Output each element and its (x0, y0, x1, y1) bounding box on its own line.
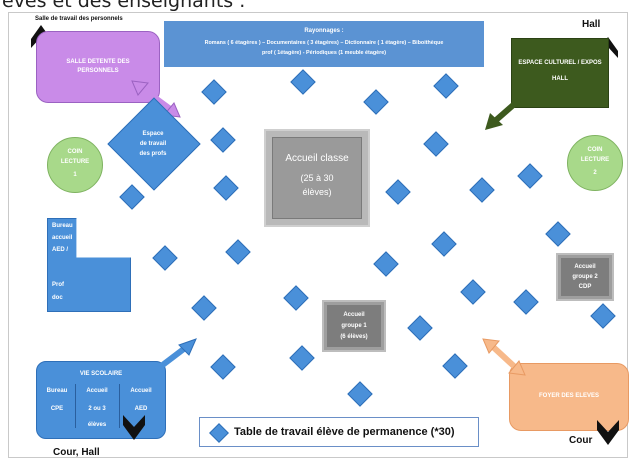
student-table (433, 73, 459, 99)
coin-lecture-1: COIN LECTURE 1 (47, 137, 103, 193)
accueil-groupe-1: Accueil groupe 1 (6 élèves) (322, 300, 386, 352)
vie-scolaire-cell: AED (134, 406, 148, 412)
student-table (119, 184, 145, 210)
accueil-classe-line-2: (25 à 30 (300, 173, 334, 183)
accueil-groupe-1-line-3: (6 élèves) (340, 334, 368, 340)
coin-lecture-1-line-3: 1 (73, 172, 77, 178)
rayonnages-line-2: prof ( 1étagère) - Périodiques (1 meuble… (261, 50, 387, 56)
bureau-accueil-line-2: accueil (52, 235, 73, 241)
bureau-accueil-line-4: Prof (52, 282, 64, 288)
legend-table-icon (209, 423, 229, 443)
student-table (590, 303, 616, 329)
bureau-accueil-line-5: doc (52, 295, 63, 301)
legend-label: Table de travail élève de permanence (*3… (234, 426, 455, 438)
accueil-groupe-2-line-2: groupe 2 (572, 274, 598, 280)
student-table (469, 177, 495, 203)
accueil-groupe-2-line-1: Accueil (574, 264, 596, 270)
coin-lecture-2-line-2: LECTURE (580, 157, 610, 163)
accueil-groupe-2-line-3: CDP (578, 284, 592, 290)
espace-culturel-expos: ESPACE CULTUREL / EXPOS HALL (511, 38, 609, 108)
student-table (210, 127, 236, 153)
vie-scolaire-cell: Accueil (86, 388, 108, 394)
student-table (545, 221, 571, 247)
page-caption: èves et des enseignants . (2, 0, 246, 12)
vie-scolaire-cell: Accueil (130, 388, 152, 394)
coin-lecture-1-line-1: COIN (67, 149, 83, 155)
cour-hall-label: Cour, Hall (53, 447, 100, 458)
bureau-accueil-line-1: Bureau (52, 223, 73, 229)
accueil-groupe-1-line-2: groupe 1 (341, 323, 367, 329)
vie-scolaire-cell: élèves (87, 422, 107, 428)
door-arrow-down-icon (123, 415, 145, 440)
hall-label: Hall (582, 19, 601, 30)
student-table (289, 345, 315, 371)
accueil-classe-line-3: élèves) (302, 187, 332, 197)
student-table (201, 79, 227, 105)
legend: Table de travail élève de permanence (*3… (199, 417, 479, 447)
accueil-classe-line-1: Accueil classe (285, 153, 349, 164)
vie-scolaire-cell: CPE (50, 406, 64, 412)
rayonnages-line-1: Romans ( 6 étagères ) – Documentaires ( … (204, 40, 444, 46)
espace-travail-profs-line-2: de travail (139, 141, 167, 147)
student-table (517, 163, 543, 189)
foyer-des-eleves: FOYER DES ELEVES (509, 363, 629, 431)
student-table (213, 175, 239, 201)
bureau-accueil-line-3: AED / (52, 247, 69, 253)
coin-lecture-2: COIN LECTURE 2 (567, 135, 623, 191)
vie-scolaire: VIE SCOLAIRE Bureau CPE Accueil 2 ou 3 é… (36, 361, 166, 439)
student-table (363, 89, 389, 115)
arrow-icon (154, 338, 197, 373)
accueil-groupe-1-line-1: Accueil (343, 312, 365, 318)
floor-plan: Salle de travail des personnels Rayonnag… (8, 12, 629, 458)
student-table (283, 285, 309, 311)
student-table (460, 279, 486, 305)
student-table (347, 381, 373, 407)
cour-label: Cour (569, 435, 593, 446)
vie-scolaire-cell: 2 ou 3 (88, 406, 106, 412)
vie-scolaire-divider (119, 384, 120, 428)
salle-detente-label: SALLE DETENTE DES PERSONNELS (66, 59, 130, 74)
double-arrow-icon (482, 338, 526, 376)
espace-culturel-hall: HALL (552, 76, 568, 82)
rayonnages-shelves: Rayonnages : Romans ( 6 étagères ) – Doc… (164, 21, 484, 67)
arrow-icon (485, 97, 521, 130)
student-table (431, 231, 457, 257)
coin-lecture-1-line-2: LECTURE (60, 159, 90, 165)
student-table (513, 289, 539, 315)
vie-scolaire-cell: Bureau (46, 388, 68, 394)
student-table (290, 69, 316, 95)
salle-travail-label: Salle de travail des personnels (35, 16, 123, 22)
accueil-groupe-2: Accueil groupe 2 CDP (556, 253, 614, 301)
student-table (373, 251, 399, 277)
coin-lecture-2-line-1: COIN (587, 147, 603, 153)
rayonnages-title: Rayonnages : (304, 28, 344, 34)
espace-travail-profs-line-3: des profs (139, 151, 167, 157)
student-table (385, 179, 411, 205)
accueil-classe: Accueil classe (25 à 30 élèves) (264, 129, 370, 227)
student-table (210, 354, 236, 380)
espace-culturel-label: ESPACE CULTUREL / EXPOS (518, 60, 602, 66)
vie-scolaire-divider (75, 384, 76, 428)
vie-scolaire-title: VIE SCOLAIRE (79, 371, 123, 377)
espace-travail-profs-line-1: Espace (142, 131, 164, 137)
foyer-label: FOYER DES ELEVES (538, 393, 599, 399)
student-table (407, 315, 433, 341)
student-table (442, 353, 468, 379)
student-table (423, 131, 449, 157)
student-table (225, 239, 251, 265)
student-table (191, 295, 217, 321)
door-arrow-down-icon (597, 420, 619, 445)
coin-lecture-2-line-3: 2 (593, 170, 597, 176)
student-table (152, 245, 178, 271)
